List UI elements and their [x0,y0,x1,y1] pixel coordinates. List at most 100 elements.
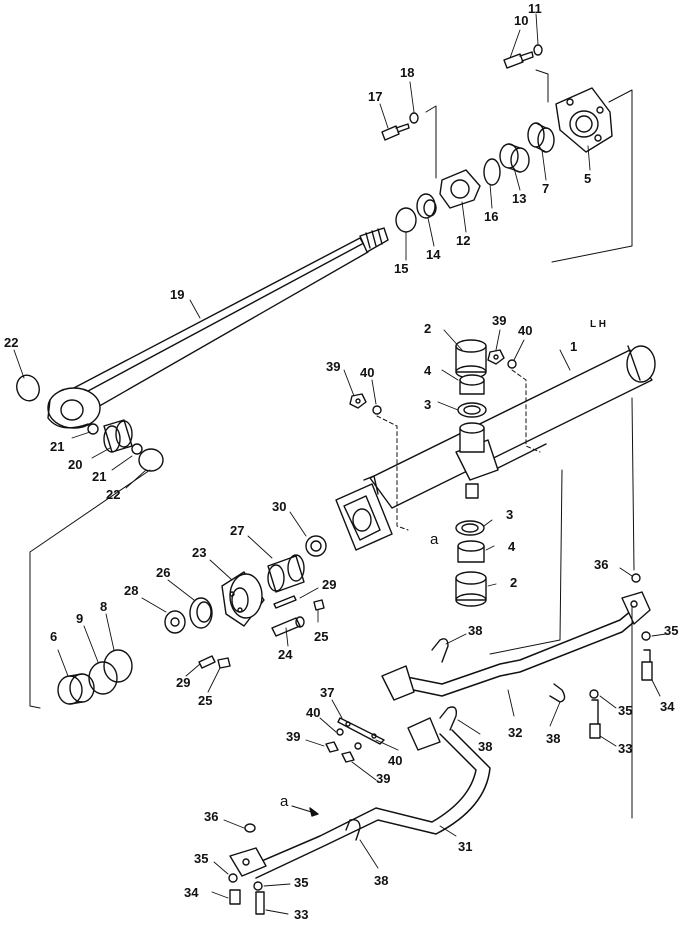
cylinder-tube [335,345,656,551]
nut [487,349,505,365]
part-label-39-lower-left: 39 [286,729,301,744]
clamp [549,683,566,703]
washer [354,742,362,750]
part-label-38-upper: 38 [468,623,483,638]
part-label-14: 14 [426,247,441,262]
leader-bracket [29,469,151,709]
leader-bracket [425,105,437,179]
part-label-8: 8 [100,599,108,614]
ring [131,443,143,455]
part-label-36-left: 36 [204,809,219,824]
flange [439,169,481,209]
bolt [229,889,241,905]
piston-rod [47,227,389,429]
part-label-24: 24 [278,647,293,662]
label-leaders [13,13,667,915]
part-label-13: 13 [512,191,527,206]
part-label-40-top-right: 40 [518,323,533,338]
o-ring [631,573,641,583]
pin [198,655,216,669]
part-label-38-bottom: 38 [374,873,389,888]
part-label-2-bottom: 2 [510,575,518,590]
o-ring [244,823,256,833]
part-label-27: 27 [230,523,245,538]
washer [641,631,651,641]
part-label-35-lower-right: 35 [618,703,633,718]
part-label-28: 28 [124,583,139,598]
part-label-40-lower-left: 40 [306,705,321,720]
ring [103,649,133,683]
part-label-5: 5 [584,171,592,186]
plate [337,717,385,745]
washer [507,359,517,369]
part-label-12: 12 [456,233,471,248]
part-label-35-left-lower: 35 [294,875,309,890]
clamp [345,818,361,841]
part-label-33-right: 33 [618,741,633,756]
tube [381,591,651,701]
washer [589,689,599,699]
piston [221,571,265,627]
part-label-29-left: 29 [176,675,191,690]
part-label-35-left-upper: 35 [194,851,209,866]
snap-ring [138,448,164,472]
leader-line [511,369,541,453]
clamp [431,638,449,663]
part-label-4-top: 4 [424,363,432,378]
marker-a-top: a [430,531,439,548]
part-label-16: 16 [484,209,499,224]
part-label-39-lower-right: 39 [376,771,391,786]
ring [189,597,213,629]
part-label-32: 32 [508,725,523,740]
ring [87,423,99,435]
washer [253,881,263,891]
bushing [103,419,133,453]
boss-bottom [455,520,487,607]
bolt [641,649,653,681]
leader-line [489,469,563,655]
part-label-25-right: 25 [314,629,329,644]
part-label-17: 17 [368,89,383,104]
part-label-2-top: 2 [424,321,432,336]
part-label-39-top-left: 39 [326,359,341,374]
part-label-39-top-right: 39 [492,313,507,328]
o-ring [483,158,501,186]
part-label-3-top: 3 [424,397,432,412]
bolt [381,123,410,141]
part-label-25-left: 25 [198,693,213,708]
nut [325,741,339,753]
boss-top [455,339,487,418]
part-label-1: 1 [570,339,578,354]
part-label-30: 30 [272,499,287,514]
flange [555,87,613,153]
seal [416,193,437,219]
nut [313,599,325,611]
part-label-22-bottom: 22 [106,487,121,502]
nut [305,535,327,557]
washer [533,44,543,56]
part-label-21-right: 21 [92,469,107,484]
part-label-15: 15 [394,261,409,276]
leader-line [376,415,409,531]
part-label-40-top-left: 40 [360,365,375,380]
nut [217,657,231,669]
o-ring [395,207,417,233]
part-label-31: 31 [458,839,473,854]
ring [88,661,118,695]
part-label-11: 11 [528,1,542,16]
nut [341,751,355,763]
part-label-38-middle: 38 [478,739,493,754]
washer [409,112,419,124]
part-label-20: 20 [68,457,83,472]
washer [228,873,238,883]
part-label-34-left: 34 [184,885,199,900]
part-label-21-left: 21 [50,439,65,454]
part-label-23: 23 [192,545,207,560]
part-label-36-right: 36 [594,557,609,572]
part-label-34-right: 34 [660,699,675,714]
part-label-9: 9 [76,611,84,626]
bush [499,143,530,173]
washer [372,405,382,415]
snap-ring [16,374,40,402]
